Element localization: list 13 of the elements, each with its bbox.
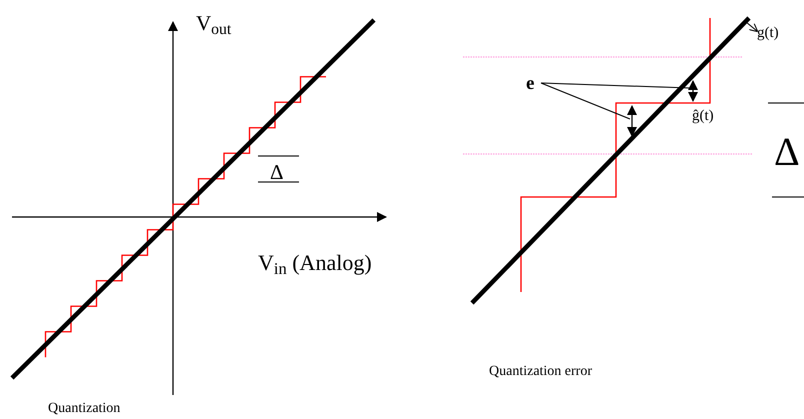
leader-line — [540, 82, 690, 88]
axis-label: V$_{out}$ — [196, 10, 232, 40]
step-size-label: Δ — [774, 132, 800, 172]
leader-line — [540, 82, 630, 120]
step-size-label: Δ — [270, 159, 284, 186]
axis-label: V$_{in}$ (Analog) — [258, 249, 372, 279]
quantized-signal-label: ĝ(t) — [692, 107, 714, 126]
caption: Quantization — [48, 400, 120, 418]
leader-line — [746, 22, 758, 32]
signal-label: g(t) — [757, 26, 779, 41]
caption: Quantization error — [489, 363, 592, 381]
signal-line — [470, 16, 751, 305]
signal-label: e — [526, 74, 534, 93]
